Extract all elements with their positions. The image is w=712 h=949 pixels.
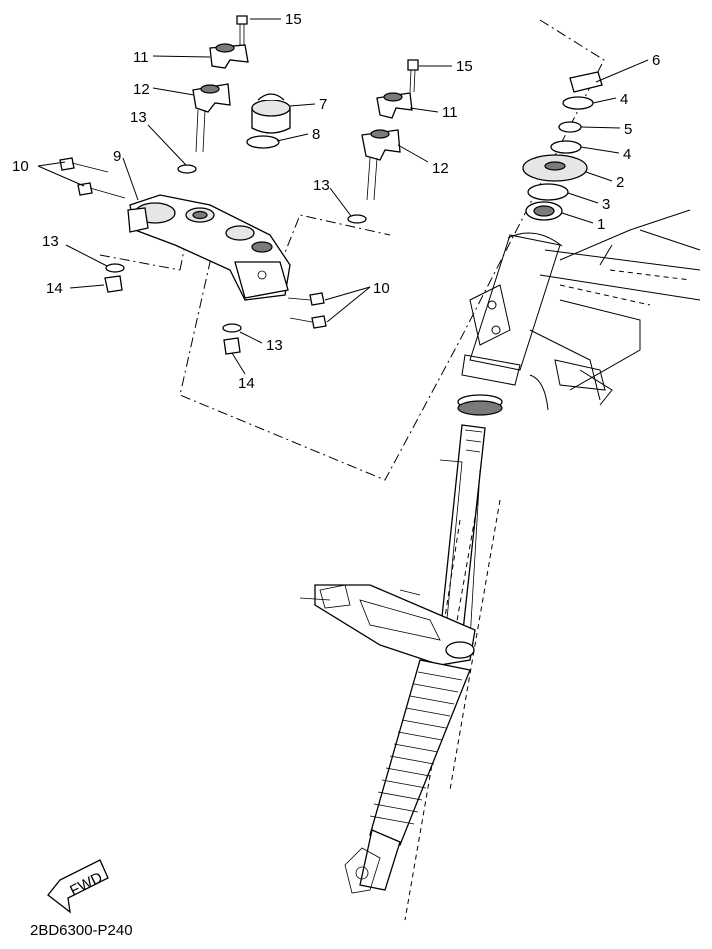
- callout-1: 1: [597, 216, 605, 233]
- leader-lines: [37, 18, 649, 375]
- callout-13-bottom: 13: [266, 337, 283, 354]
- handlebar-holder-left: [192, 15, 249, 153]
- callout-10-right: 10: [373, 280, 390, 297]
- frame-head-pipe: [461, 209, 701, 411]
- callout-6: 6: [652, 52, 660, 69]
- callout-11-right: 11: [442, 104, 458, 121]
- fork-boot: [344, 659, 471, 894]
- handlebar-holder-right: [361, 59, 419, 201]
- callout-labels: 15 11 12 13 7 8 9 10 13 14 15 11 12 13 1…: [12, 11, 660, 392]
- callout-4-bottom: 4: [623, 146, 631, 163]
- upper-bracket: [127, 194, 291, 301]
- callout-4-top: 4: [620, 91, 628, 108]
- callout-11-left: 11: [133, 49, 149, 66]
- drawing-code: 2BD6300-P240: [30, 922, 133, 939]
- callout-10-left: 10: [12, 158, 29, 175]
- callout-15-right: 15: [456, 58, 473, 75]
- callout-7: 7: [319, 96, 327, 113]
- callout-13-left: 13: [42, 233, 59, 250]
- callout-14-bottom: 14: [238, 375, 255, 392]
- washers-and-nuts: [104, 164, 367, 355]
- bolt-10-left: [59, 157, 126, 199]
- callout-3: 3: [602, 196, 610, 213]
- callout-9: 9: [113, 148, 121, 165]
- callout-13-right: 13: [313, 177, 330, 194]
- callout-13-top-left: 13: [130, 109, 147, 126]
- callout-14-left: 14: [46, 280, 63, 297]
- callout-12-left: 12: [133, 81, 150, 98]
- callout-8: 8: [312, 126, 320, 143]
- callout-2: 2: [616, 174, 624, 191]
- callout-12-right: 12: [432, 160, 449, 177]
- callout-5: 5: [624, 121, 632, 138]
- callout-15-left: 15: [285, 11, 302, 28]
- bolt-10-right: [287, 292, 327, 329]
- head-bearing-stack: [522, 71, 603, 221]
- stem-cap-nut: [246, 93, 291, 149]
- lower-bracket: [299, 584, 476, 666]
- assembly-phantom-outline: [179, 19, 605, 481]
- fwd-arrow-icon: FWD: [47, 859, 109, 914]
